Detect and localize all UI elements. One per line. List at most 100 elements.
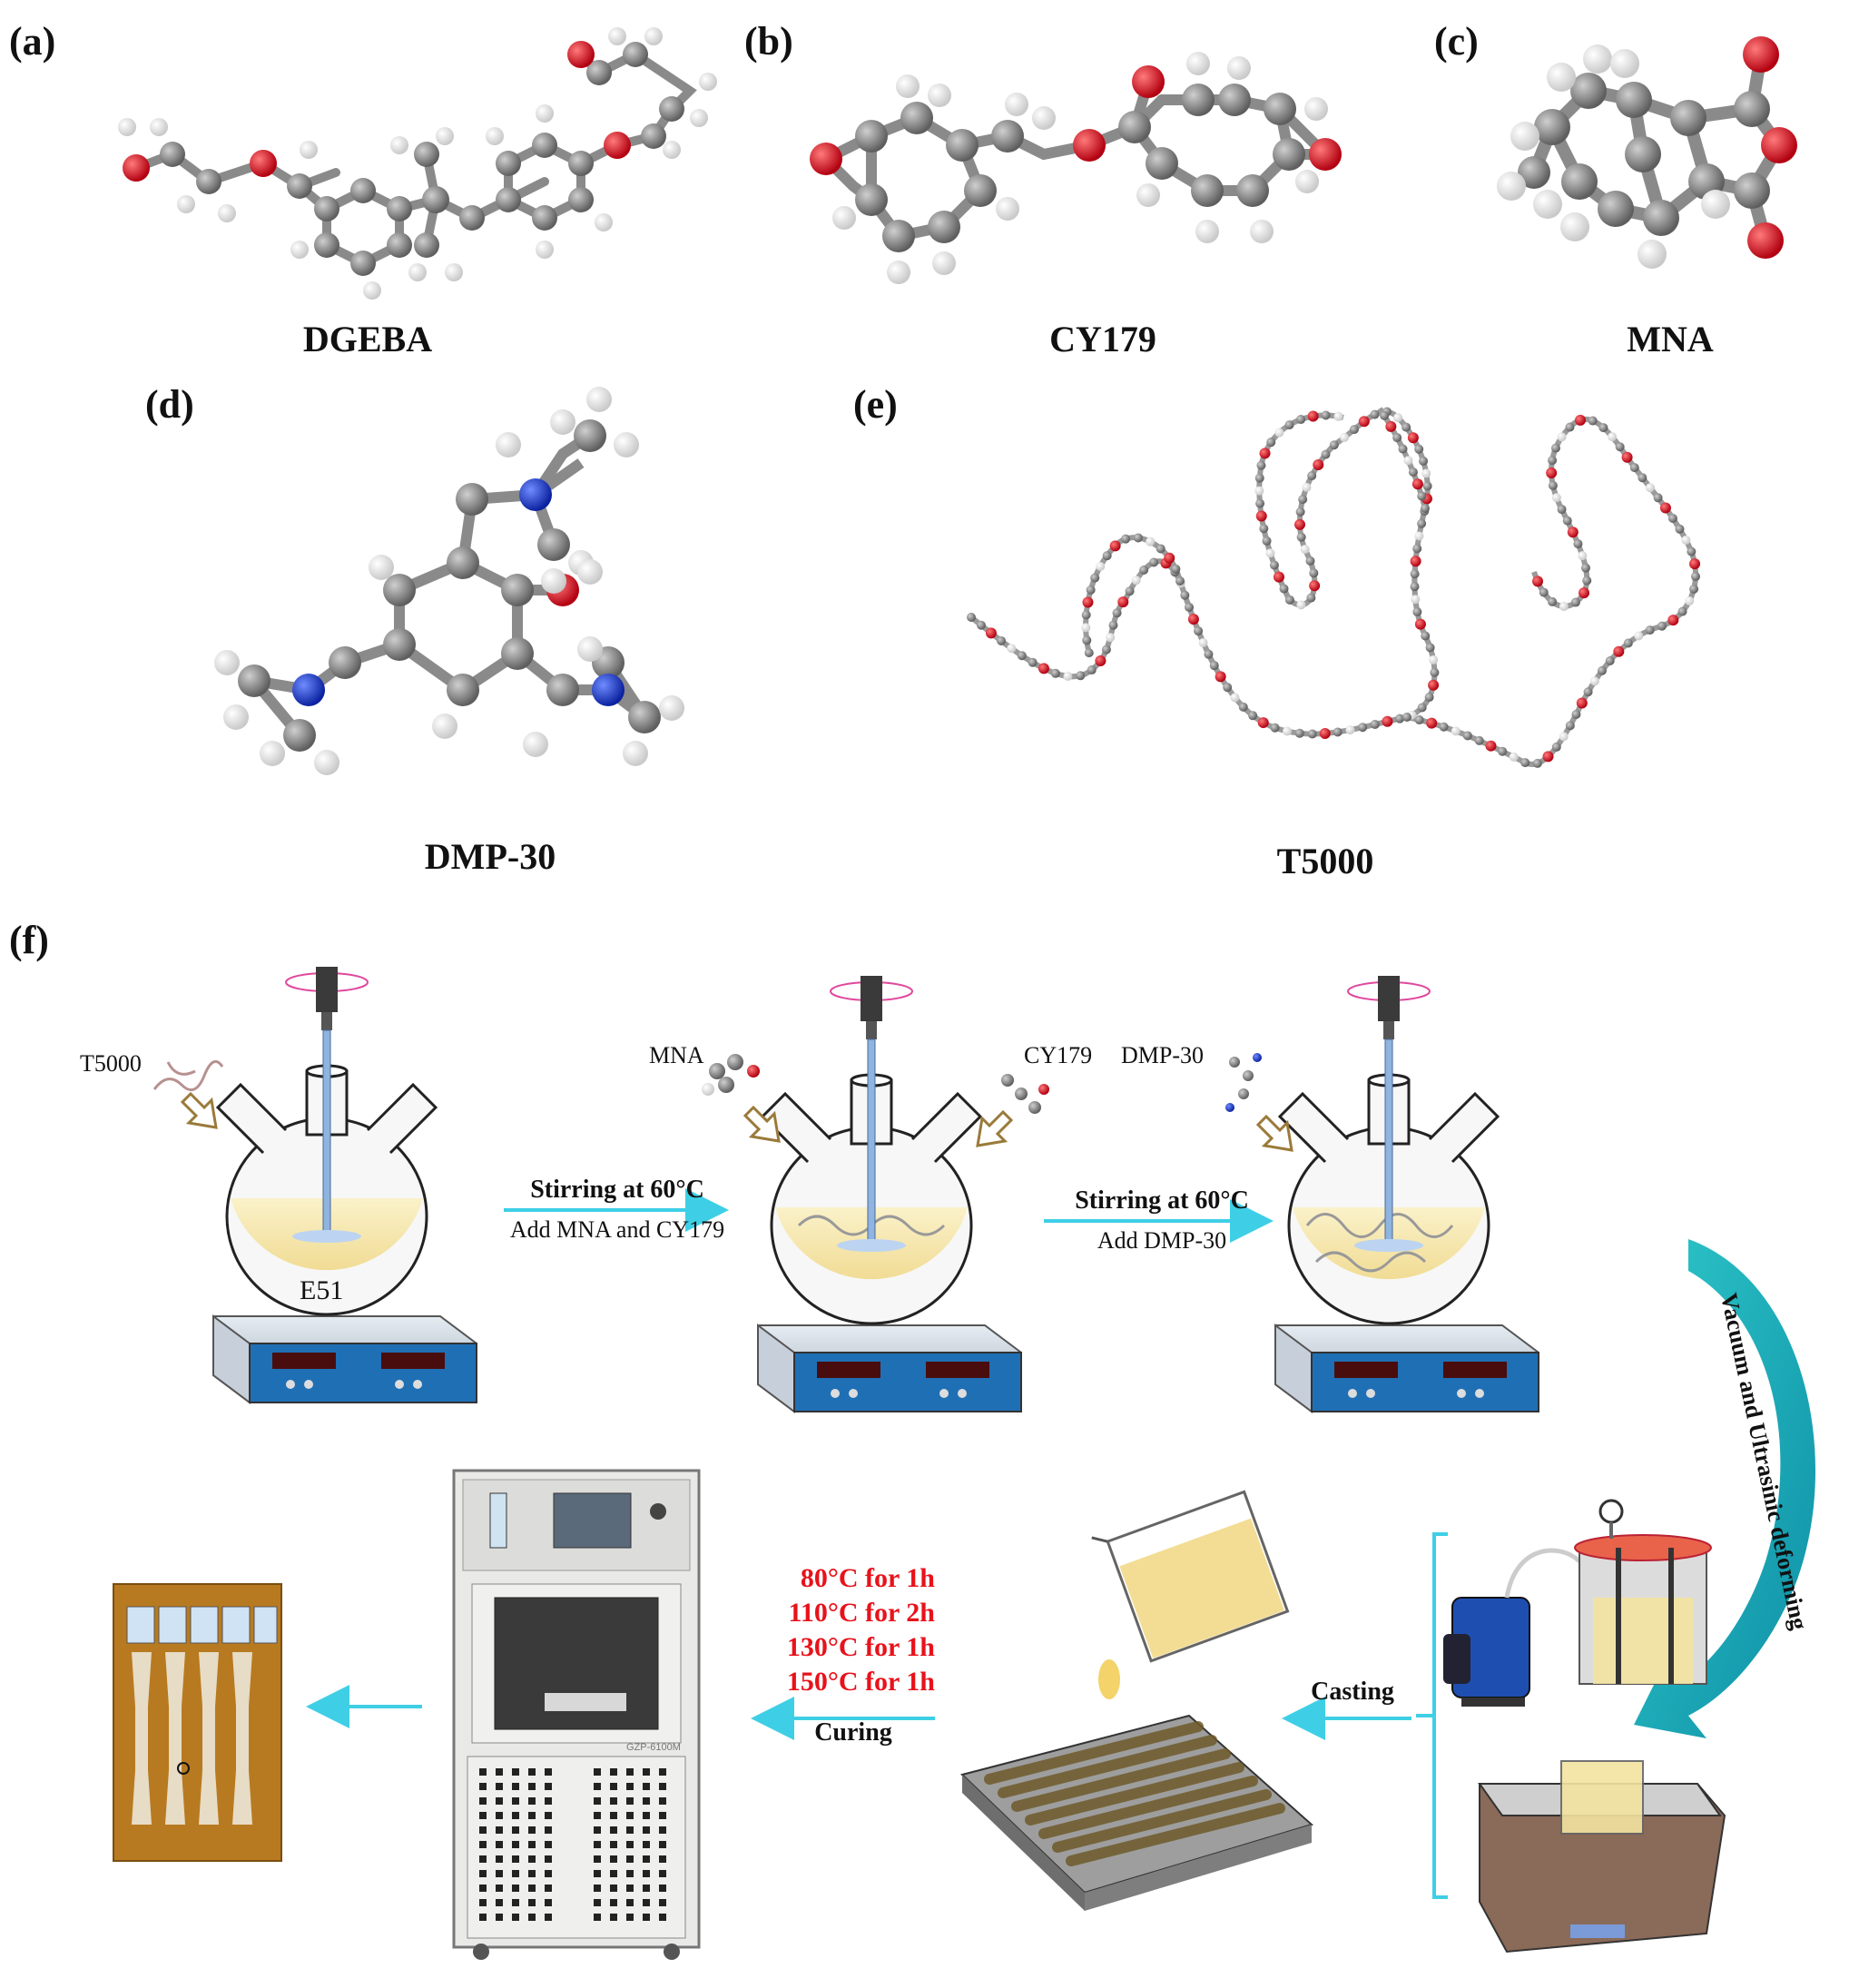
t5000-atom bbox=[1629, 463, 1639, 473]
molecule-name-dgeba: DGEBA bbox=[302, 319, 433, 359]
panel-b-label: (b) bbox=[744, 19, 793, 64]
t5000-atom bbox=[1439, 722, 1449, 732]
t5000-atom bbox=[1358, 416, 1370, 428]
oven-vent bbox=[545, 1914, 552, 1921]
t5000-atom bbox=[1425, 643, 1435, 653]
t5000-atom bbox=[1621, 451, 1633, 463]
oven-vent bbox=[643, 1855, 650, 1863]
t5000-atom bbox=[1017, 651, 1027, 661]
t5000-atom bbox=[1076, 671, 1086, 681]
oven-vent bbox=[496, 1797, 503, 1805]
t5000-atom bbox=[1117, 596, 1129, 608]
oven-vent bbox=[479, 1797, 487, 1805]
oven-vent bbox=[512, 1768, 519, 1776]
additive-cy179-icon bbox=[1001, 1074, 1049, 1114]
oven-vent bbox=[626, 1841, 634, 1848]
oven-vent bbox=[659, 1841, 666, 1848]
curing-label: Curing bbox=[814, 1718, 892, 1747]
t5000-atom bbox=[1156, 544, 1165, 554]
t5000-atom bbox=[1131, 576, 1141, 586]
casting-label: Casting bbox=[1311, 1678, 1394, 1706]
t5000-atom bbox=[1101, 645, 1111, 654]
t5000-atom bbox=[1571, 709, 1581, 719]
add-arrow-1 bbox=[180, 1091, 218, 1129]
t5000-atom bbox=[1345, 725, 1355, 735]
t5000-atom bbox=[1269, 560, 1279, 570]
t5000-atom bbox=[1284, 420, 1294, 430]
oven-vent bbox=[626, 1812, 634, 1819]
t5000-atom bbox=[1657, 621, 1667, 631]
step2-line2: Add DMP-30 bbox=[1097, 1227, 1227, 1254]
molecule-name-mna: MNA bbox=[1627, 319, 1714, 359]
t5000-atom bbox=[1306, 593, 1316, 603]
oven-vent bbox=[545, 1841, 552, 1848]
t5000-atom bbox=[1333, 411, 1343, 421]
oven-vent bbox=[594, 1841, 601, 1848]
t5000-atom bbox=[1095, 654, 1106, 666]
t5000-atom bbox=[1677, 606, 1687, 616]
oven-vent bbox=[512, 1914, 519, 1921]
t5000-atom bbox=[1082, 635, 1092, 645]
oven-vent bbox=[528, 1870, 536, 1877]
oven-vent bbox=[659, 1768, 666, 1776]
t5000-atom bbox=[1340, 432, 1350, 442]
t5000-atom bbox=[1395, 714, 1405, 723]
t5000-atom bbox=[1659, 502, 1671, 514]
oven-vent bbox=[512, 1812, 519, 1819]
t5000-atom bbox=[1106, 633, 1116, 643]
oven-vent bbox=[643, 1797, 650, 1805]
t5000-atom bbox=[1485, 740, 1497, 752]
t5000-atom bbox=[1597, 665, 1607, 675]
t5000-atom bbox=[1417, 518, 1427, 528]
additive-t5000-icon bbox=[152, 1059, 224, 1092]
curing-step-2: 110°C for 2h bbox=[788, 1598, 935, 1628]
t5000-atom bbox=[1309, 580, 1321, 592]
t5000-atom bbox=[1675, 524, 1685, 534]
oven-vent bbox=[659, 1797, 666, 1805]
panel-a-label: (a) bbox=[9, 19, 56, 64]
oven-vent bbox=[496, 1899, 503, 1906]
t5000-atom bbox=[1313, 458, 1324, 470]
t5000-atom bbox=[1605, 655, 1615, 665]
t5000-atom bbox=[1417, 703, 1427, 713]
t5000-atom bbox=[1087, 665, 1097, 675]
t5000-atom bbox=[1550, 443, 1560, 453]
oven-vent bbox=[659, 1783, 666, 1790]
t5000-atom bbox=[1296, 532, 1306, 542]
t5000-atom bbox=[1307, 410, 1319, 422]
t5000-atom bbox=[1282, 726, 1292, 736]
curing-step-1: 80°C for 1h bbox=[800, 1563, 935, 1593]
oven-vent bbox=[545, 1783, 552, 1790]
curing-oven: GZP-6100M bbox=[452, 1469, 701, 1960]
oven-vent bbox=[626, 1885, 634, 1892]
t5000-atom bbox=[1414, 444, 1424, 454]
flask2-additive-cy179-label: CY179 bbox=[1024, 1042, 1093, 1068]
t5000-atom bbox=[1565, 422, 1575, 432]
t5000-atom bbox=[1254, 473, 1264, 483]
t5000-atom bbox=[976, 620, 986, 630]
oven-vent bbox=[643, 1812, 650, 1819]
t5000-atom bbox=[1295, 507, 1305, 517]
t5000-atom bbox=[1509, 752, 1519, 762]
t5000-atom bbox=[1570, 597, 1580, 607]
ultrasonic-bath bbox=[1478, 1760, 1726, 1954]
t5000-atom bbox=[1090, 573, 1100, 583]
t5000-atom bbox=[967, 613, 976, 622]
t5000-atom bbox=[1520, 758, 1530, 768]
oven-vent bbox=[512, 1885, 519, 1892]
add-arrow-4 bbox=[1255, 1114, 1293, 1152]
oven-vent bbox=[528, 1855, 536, 1863]
t5000-atom bbox=[1403, 456, 1413, 466]
t5000-atom bbox=[1634, 631, 1644, 641]
t5000-atom bbox=[1408, 467, 1418, 477]
oven-vent bbox=[626, 1914, 634, 1921]
t5000-atom bbox=[1548, 456, 1558, 466]
t5000-atom bbox=[1333, 727, 1342, 737]
t5000-atom bbox=[1539, 587, 1549, 597]
dmp30-molecule bbox=[214, 387, 684, 775]
t5000-atom bbox=[1419, 456, 1429, 466]
casting-bracket bbox=[1416, 1532, 1448, 1899]
oven-vent bbox=[479, 1855, 487, 1863]
t5000-atom bbox=[1146, 536, 1156, 546]
